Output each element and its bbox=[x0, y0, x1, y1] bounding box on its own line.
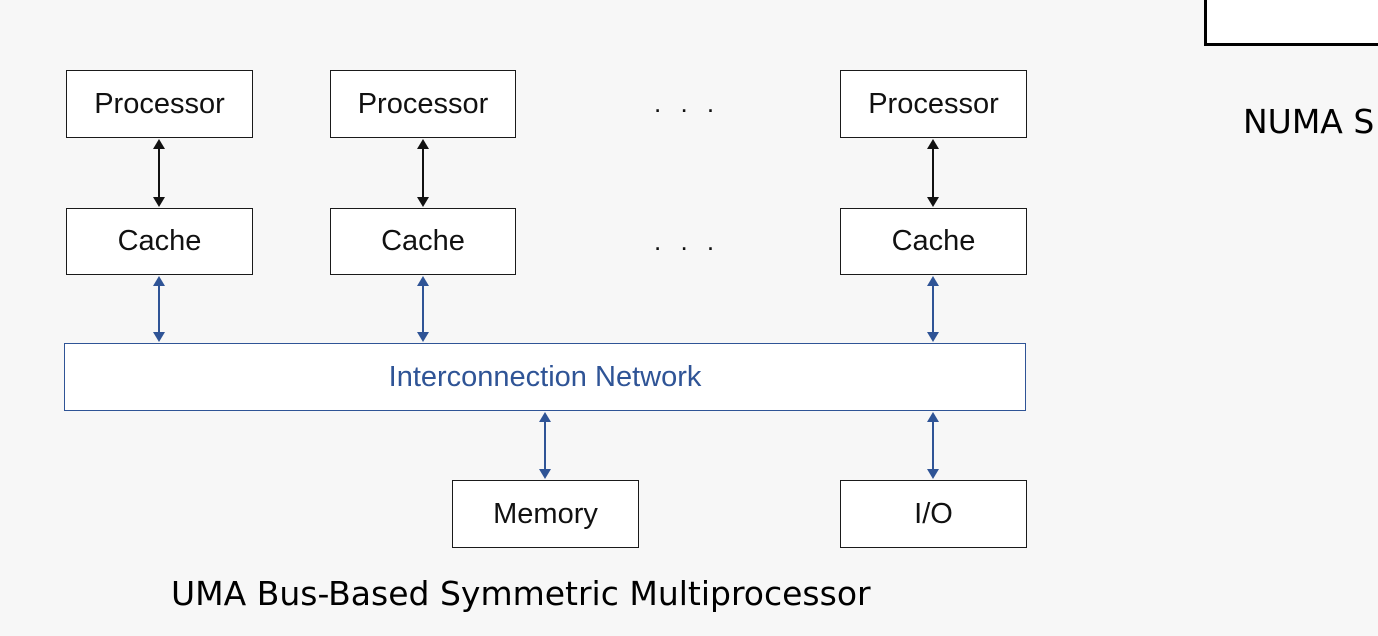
interconnection-network-label: Interconnection Network bbox=[388, 360, 702, 393]
numa-diagram-partial-box bbox=[1204, 0, 1378, 46]
cache-label: Cache bbox=[381, 225, 465, 257]
memory-label: Memory bbox=[493, 497, 598, 530]
interconnection-network-box: Interconnection Network bbox=[64, 343, 1026, 411]
processor-label: Processor bbox=[94, 87, 225, 120]
numa-caption-partial: NUMA S bbox=[1243, 102, 1375, 141]
cache-ellipsis: . . . bbox=[654, 226, 721, 256]
processor-ellipsis: . . . bbox=[654, 88, 721, 118]
cache-label: Cache bbox=[891, 225, 976, 257]
io-label: I/O bbox=[914, 497, 953, 530]
cache-box-1: Cache bbox=[66, 208, 253, 275]
processor-label: Processor bbox=[357, 87, 489, 120]
processor-label: Processor bbox=[868, 87, 999, 120]
processor-box-1: Processor bbox=[66, 70, 253, 138]
processor-box-2: Processor bbox=[330, 70, 516, 138]
processor-box-3: Processor bbox=[840, 70, 1027, 138]
cache-label: Cache bbox=[117, 225, 202, 257]
diagram-caption: UMA Bus-Based Symmetric Multiprocessor bbox=[171, 574, 871, 613]
io-box: I/O bbox=[840, 480, 1027, 548]
memory-box: Memory bbox=[452, 480, 639, 548]
cache-box-3: Cache bbox=[840, 208, 1027, 275]
cache-box-2: Cache bbox=[330, 208, 516, 275]
